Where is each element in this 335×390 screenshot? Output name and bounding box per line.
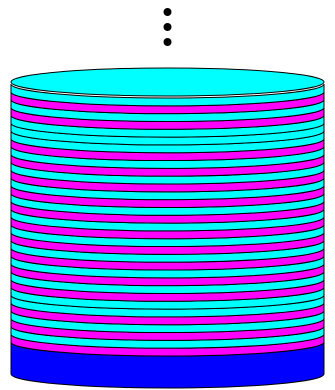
continuation-dots bbox=[164, 8, 172, 46]
continuation-dot bbox=[164, 8, 172, 16]
cylinder-body bbox=[11, 84, 324, 388]
continuation-dot bbox=[164, 23, 172, 31]
top-face-ellipse bbox=[11, 68, 324, 96]
cylinder-top-face bbox=[11, 68, 324, 96]
continuation-dot bbox=[164, 38, 172, 46]
